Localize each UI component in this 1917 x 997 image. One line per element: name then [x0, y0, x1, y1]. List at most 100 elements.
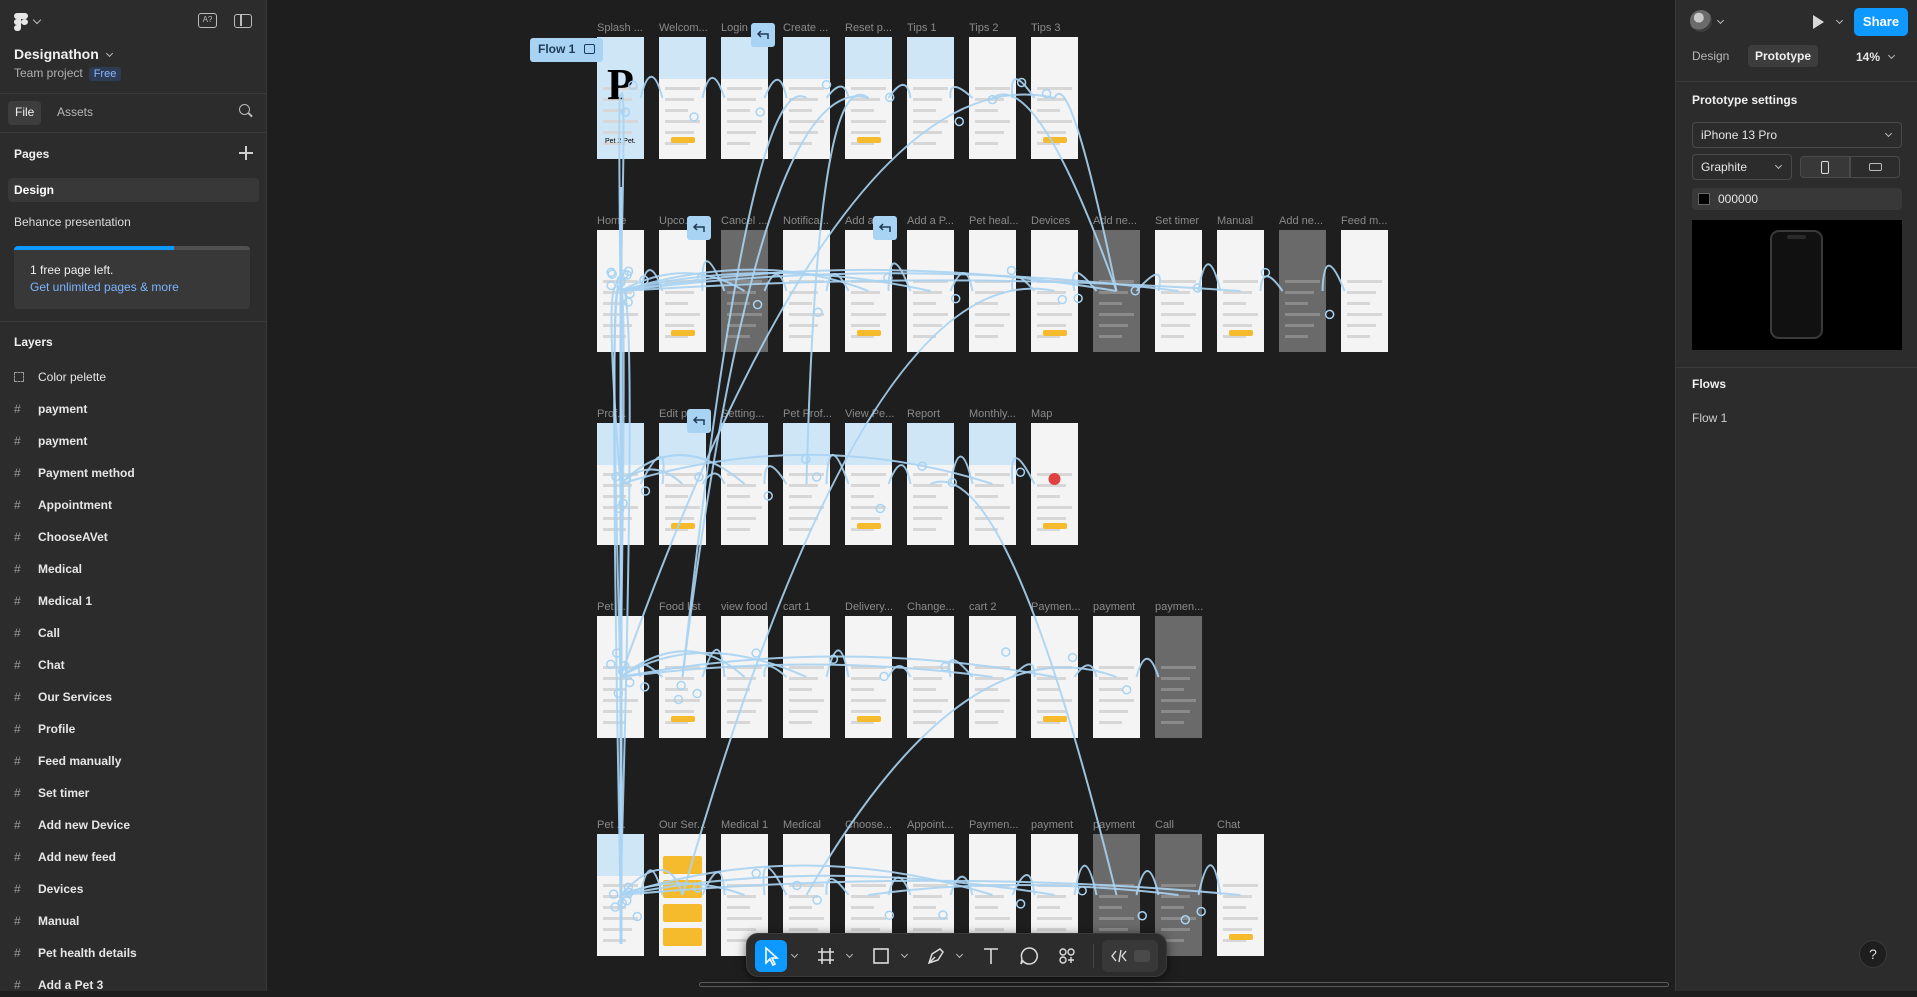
text-tool[interactable]	[975, 940, 1007, 972]
tab-file[interactable]: File	[8, 101, 41, 125]
layer-item[interactable]: #Feed manually	[14, 749, 259, 773]
prototype-connection[interactable]	[931, 482, 1117, 895]
back-action-icon[interactable]	[751, 23, 775, 47]
connection-node[interactable]	[955, 117, 963, 125]
frame-label[interactable]: Welcom...	[659, 22, 708, 34]
horizontal-scrollbar[interactable]	[699, 982, 1669, 987]
connection-node[interactable]	[1078, 887, 1086, 895]
frame-label[interactable]: Change...	[907, 601, 955, 613]
frame-label[interactable]: Set timer	[1155, 215, 1199, 227]
frame-label[interactable]: Paymen...	[1031, 601, 1081, 613]
connection-node[interactable]	[1017, 900, 1025, 908]
frame-label[interactable]: Report	[907, 408, 940, 420]
layer-item[interactable]: #Add new Device	[14, 813, 259, 837]
frame-label[interactable]: payment	[1031, 819, 1073, 831]
layer-item[interactable]: #payment	[14, 429, 259, 453]
layer-item[interactable]: #Profile	[14, 717, 259, 741]
back-action-icon[interactable]	[873, 216, 897, 240]
add-page-icon[interactable]	[239, 146, 253, 160]
frame-label[interactable]: Medical 1	[721, 819, 768, 831]
page-item-behance[interactable]: Behance presentation	[8, 210, 259, 234]
frame-label[interactable]: Manual	[1217, 215, 1253, 227]
play-icon[interactable]	[1813, 15, 1824, 29]
frame-label[interactable]: cart 1	[783, 601, 811, 613]
color-swatch[interactable]	[1698, 193, 1710, 205]
frame-label[interactable]: cart 2	[969, 601, 997, 613]
connection-node[interactable]	[1326, 310, 1334, 318]
frame-label[interactable]: Medical	[783, 819, 821, 831]
tab-assets[interactable]: Assets	[57, 101, 93, 125]
figma-menu-icon[interactable]	[14, 13, 28, 31]
device-select[interactable]: iPhone 13 Pro	[1692, 122, 1902, 148]
connection-node[interactable]	[1016, 468, 1024, 476]
frame-label[interactable]: payment	[1093, 601, 1135, 613]
layer-item[interactable]: #Devices	[14, 877, 259, 901]
frame-label[interactable]: Create ...	[783, 22, 828, 34]
frame-label[interactable]: Splash ...	[597, 22, 643, 34]
dev-mode-toggle[interactable]	[1102, 940, 1158, 972]
actions-tool[interactable]	[1051, 940, 1083, 972]
frame-label[interactable]: Cancel ...	[721, 215, 767, 227]
portrait-toggle[interactable]	[1800, 156, 1850, 178]
frame-label[interactable]: Devices	[1031, 215, 1071, 227]
model-select[interactable]: Graphite	[1692, 154, 1792, 180]
landscape-toggle[interactable]	[1850, 156, 1900, 178]
chevron-down-icon[interactable]	[846, 951, 853, 958]
frame-label[interactable]: Tips 2	[969, 22, 999, 34]
frame-label[interactable]: Reset p...	[845, 22, 892, 34]
chevron-down-icon[interactable]	[956, 951, 963, 958]
frame-label[interactable]: paymen...	[1155, 601, 1203, 613]
layer-item[interactable]: #Add a Pet 3	[14, 973, 259, 997]
frame-label[interactable]: Tips 1	[907, 22, 937, 34]
shape-tool[interactable]	[865, 940, 897, 972]
user-avatar[interactable]	[1690, 10, 1712, 32]
frame-label[interactable]: Call	[1155, 819, 1174, 831]
chevron-down-icon[interactable]	[791, 951, 798, 958]
frame-tool[interactable]	[810, 940, 842, 972]
comment-tool[interactable]	[1013, 940, 1045, 972]
prototype-connection[interactable]	[683, 96, 869, 677]
layer-item[interactable]: #Medical	[14, 557, 259, 581]
chevron-down-icon[interactable]	[901, 951, 908, 958]
layer-item[interactable]: #Medical 1	[14, 589, 259, 613]
frame-label[interactable]: Pet Prof...	[783, 408, 832, 420]
layer-item[interactable]: #Add new feed	[14, 845, 259, 869]
frame-label[interactable]: Delivery...	[845, 601, 893, 613]
frame-label[interactable]: Appoint...	[907, 819, 953, 831]
frame-label[interactable]: Add ne...	[1279, 215, 1323, 227]
sidebar-toggle-icon[interactable]	[234, 14, 252, 28]
layer-item[interactable]: #Call	[14, 621, 259, 645]
frame-label[interactable]: Map	[1031, 408, 1052, 420]
project-name[interactable]: Designathon	[14, 46, 112, 62]
frame-label[interactable]: Tips 3	[1031, 22, 1061, 34]
flow-item[interactable]: Flow 1	[1692, 411, 1727, 425]
frame-label[interactable]: Food list	[659, 601, 701, 613]
help-button[interactable]: ?	[1859, 940, 1887, 968]
chevron-down-icon[interactable]	[1717, 17, 1724, 24]
zoom-level[interactable]: 14%	[1856, 50, 1894, 64]
color-value[interactable]: 000000	[1718, 192, 1758, 206]
back-action-icon[interactable]	[687, 216, 711, 240]
prototype-connection[interactable]	[621, 95, 1055, 677]
chevron-down-icon[interactable]	[33, 16, 41, 24]
frame-label[interactable]: Login	[721, 22, 748, 34]
canvas[interactable]: Splash ... Welcom... Login Create ... Reset …	[267, 0, 1675, 991]
layer-item[interactable]: #Chat	[14, 653, 259, 677]
frame-label[interactable]: Feed m...	[1341, 215, 1387, 227]
move-tool[interactable]	[755, 940, 787, 972]
layer-item[interactable]: #Pet health details	[14, 941, 259, 965]
frame-label[interactable]: Chat	[1217, 819, 1240, 831]
layer-item[interactable]: #Our Services	[14, 685, 259, 709]
pen-tool[interactable]	[920, 940, 952, 972]
search-icon[interactable]	[239, 104, 253, 118]
layer-item[interactable]: #Appointment	[14, 493, 259, 517]
tab-design[interactable]: Design	[1692, 49, 1729, 63]
layer-item[interactable]: #ChooseAVet	[14, 525, 259, 549]
frame-label[interactable]: Monthly...	[969, 408, 1016, 420]
prototype-connection[interactable]	[683, 289, 1055, 895]
frame-label[interactable]: Pet heal...	[969, 215, 1019, 227]
chevron-down-icon[interactable]	[106, 50, 113, 57]
layer-item[interactable]: #Set timer	[14, 781, 259, 805]
frame-label[interactable]: view food	[721, 601, 767, 613]
layer-item[interactable]: #Manual	[14, 909, 259, 933]
